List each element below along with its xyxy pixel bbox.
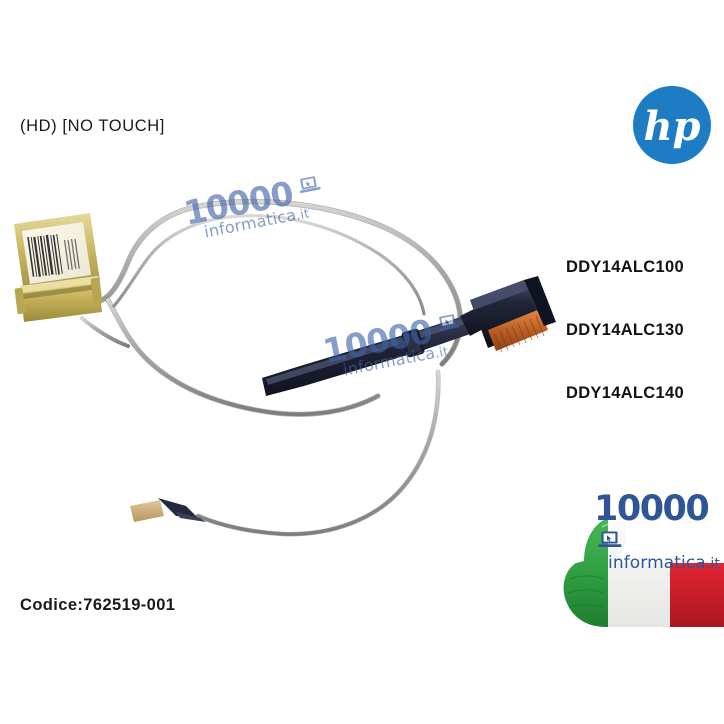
brand-tld: .it [705,556,720,572]
hp-logo-letters: hp [643,103,700,150]
spec-caption: (HD) [NO TOUCH] [20,117,165,135]
lvds-connector [470,276,556,353]
brand-logo-text: 10000 informatica.it [594,489,724,574]
part-number: DDY14ALC140 [566,384,684,402]
label-connector-assembly [14,213,103,322]
part-number: DDY14ALC130 [566,321,684,339]
hp-logo: hp [632,85,712,165]
part-number: DDY14ALC100 [566,258,684,276]
brand-subtitle: informatica [608,553,706,573]
product-code-label: Codice:762519-001 [20,596,176,614]
laptop-icon [598,530,622,555]
brand-number: 10000 [594,489,710,529]
thumbs-up-flag-icon [563,517,724,627]
webcam-connector [130,498,206,522]
brand-logo: 10000 informatica.it [546,487,724,632]
part-number-list: DDY14ALC100 DDY14ALC130 DDY14ALC140 [566,258,724,403]
hp-logo-circle [633,86,711,164]
